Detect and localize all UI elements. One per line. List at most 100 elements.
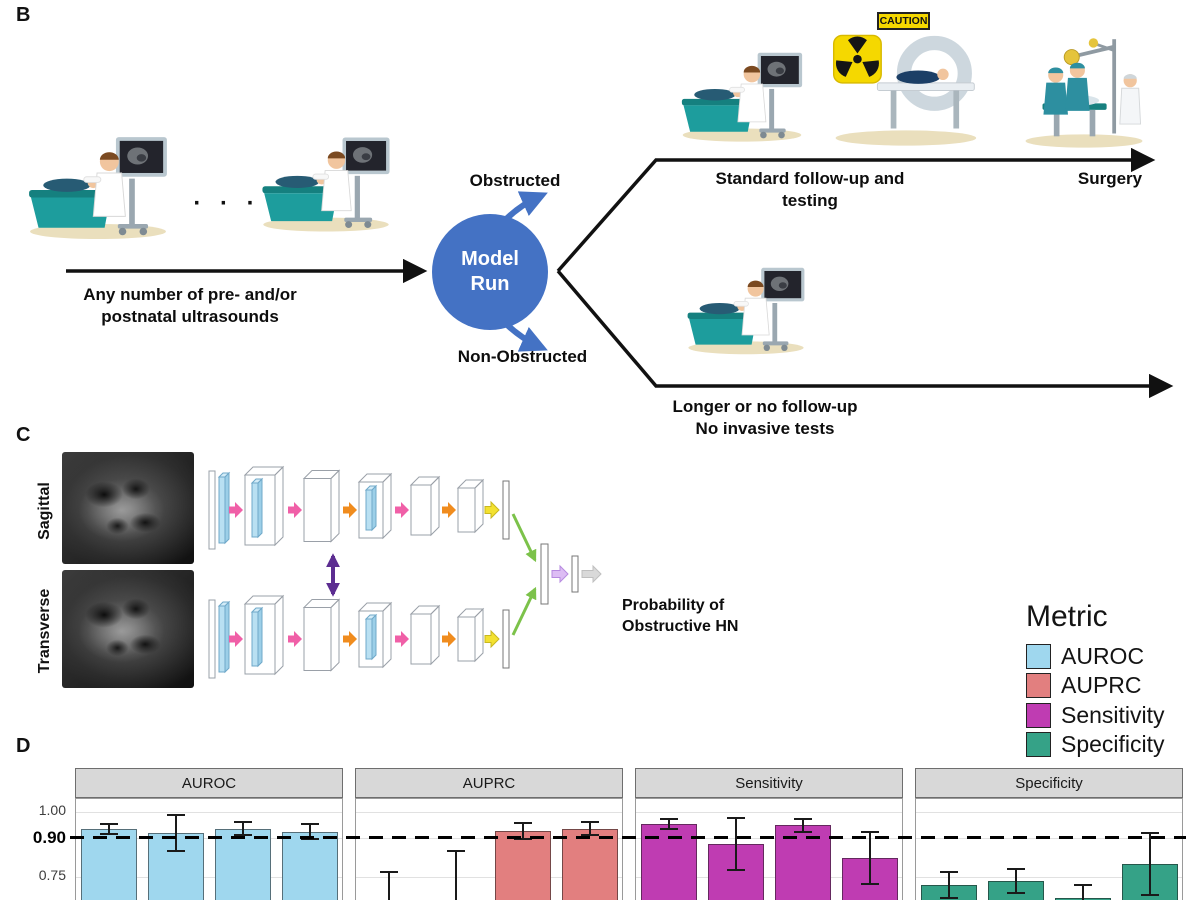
- error-bar: [388, 871, 390, 900]
- output-caption-line1: Probability of: [622, 597, 725, 614]
- error-bar-cap: [380, 870, 398, 873]
- error-bar: [589, 822, 591, 836]
- facet-header-auprc: AUPRC: [355, 768, 623, 798]
- gridline: [356, 877, 622, 878]
- y-tick-0.75: 0.75: [38, 867, 66, 883]
- error-bar-cap: [581, 821, 599, 824]
- error-bar: [735, 817, 737, 870]
- facet-plot-auroc: [75, 798, 343, 900]
- surgery-label: Surgery: [1077, 169, 1143, 188]
- error-bar: [108, 823, 110, 835]
- gridline: [76, 877, 342, 878]
- error-bar-cap: [727, 868, 745, 871]
- transverse-ultrasound-image: [62, 570, 194, 688]
- ellipsis-dots: · · ·: [193, 190, 261, 217]
- error-bar: [869, 832, 871, 885]
- facet-header-auroc: AUROC: [75, 768, 343, 798]
- error-bar: [802, 818, 804, 832]
- gridline: [916, 812, 1182, 813]
- error-bar-cap: [581, 834, 599, 837]
- legend-label: Sensitivity: [1061, 701, 1165, 728]
- legend-item: Specificity: [1026, 730, 1196, 758]
- legend-item: Sensitivity: [1026, 701, 1196, 728]
- longer-followup-line1: Longer or no follow-up: [672, 397, 858, 416]
- legend-swatch-icon: [1026, 702, 1051, 728]
- facet-plot-sensitivity: [635, 798, 903, 900]
- error-bar-cap: [234, 821, 252, 824]
- bar: [81, 828, 137, 900]
- error-bar-cap: [1141, 894, 1159, 897]
- gridline: [636, 877, 902, 878]
- error-bar: [522, 823, 524, 839]
- error-bar: [242, 822, 244, 836]
- legend-label: AUPRC: [1061, 672, 1142, 699]
- error-bar: [1149, 832, 1151, 896]
- bar: [562, 828, 618, 900]
- bar: [495, 830, 551, 900]
- gridline: [76, 812, 342, 813]
- model-run-line2: Run: [470, 273, 510, 295]
- cnn-architecture-diagram: [208, 465, 602, 679]
- model-run-line1: Model: [461, 248, 519, 270]
- non-obstructed-label: Non-Obstructed: [457, 347, 588, 366]
- error-bar-cap: [794, 830, 812, 833]
- error-bar-cap: [660, 817, 678, 820]
- standard-followup-caption: Standard follow-up and testing: [690, 168, 930, 212]
- model-run-node: Model Run: [432, 214, 548, 330]
- y-tick-0.90: 0.90: [32, 828, 66, 847]
- legend-item: AUPRC: [1026, 672, 1196, 699]
- gridline: [636, 812, 902, 813]
- panel-c-label: C: [16, 424, 31, 446]
- gridline: [916, 877, 1182, 878]
- gridline: [356, 838, 622, 839]
- error-bar: [1015, 869, 1017, 893]
- error-bar-cap: [1074, 883, 1092, 886]
- panel-b-label: B: [16, 4, 31, 26]
- error-bar-cap: [940, 896, 958, 899]
- bar: [215, 828, 271, 900]
- error-bar-cap: [940, 870, 958, 873]
- obstructed-path-arrow: [556, 147, 1156, 273]
- error-bar-cap: [727, 816, 745, 819]
- error-bar-cap: [514, 822, 532, 825]
- bar: [282, 831, 338, 900]
- longer-followup-caption: Longer or no follow-up No invasive tests: [640, 396, 890, 440]
- output-caption: Probability of Obstructive HN: [622, 596, 792, 638]
- error-bar: [309, 823, 311, 840]
- obstructed-label: Obstructed: [469, 171, 561, 190]
- input-caption-line2: postnatal ultrasounds: [101, 307, 279, 327]
- error-bar: [175, 814, 177, 852]
- error-bar: [1082, 884, 1084, 900]
- error-bar-cap: [447, 850, 465, 852]
- non-obstructed-path-arrow: [556, 269, 1174, 399]
- gridline: [356, 812, 622, 813]
- dashed-reference-line: [70, 835, 1186, 839]
- input-caption: Any number of pre- and/or postnatal ultr…: [30, 284, 350, 328]
- gridline: [76, 838, 342, 839]
- input-caption-line1: Any number of pre- and/or: [83, 285, 297, 304]
- error-bar-cap: [1007, 868, 1025, 871]
- error-bar-cap: [514, 837, 532, 840]
- error-bar: [455, 851, 457, 900]
- caution-sign: CAUTION: [877, 12, 930, 30]
- error-bar-cap: [794, 817, 812, 820]
- gridline: [916, 838, 1182, 839]
- error-bar-cap: [660, 828, 678, 831]
- facet-plot-auprc: [355, 798, 623, 900]
- legend-swatch-icon: [1026, 732, 1051, 758]
- y-tick-1.00: 1.00: [38, 802, 66, 818]
- output-caption-line2: Obstructive HN: [622, 617, 739, 635]
- error-bar-cap: [301, 838, 319, 841]
- error-bar: [948, 871, 950, 898]
- error-bar-cap: [1141, 831, 1159, 834]
- error-bar-cap: [861, 831, 879, 834]
- standard-followup-line2: testing: [782, 191, 838, 211]
- legend-item: AUROC: [1026, 643, 1196, 670]
- facet-header-sensitivity: Sensitivity: [635, 768, 903, 798]
- facet-plot-specificity: [915, 798, 1183, 900]
- legend-label: Specificity: [1061, 730, 1165, 757]
- error-bar-cap: [167, 850, 185, 853]
